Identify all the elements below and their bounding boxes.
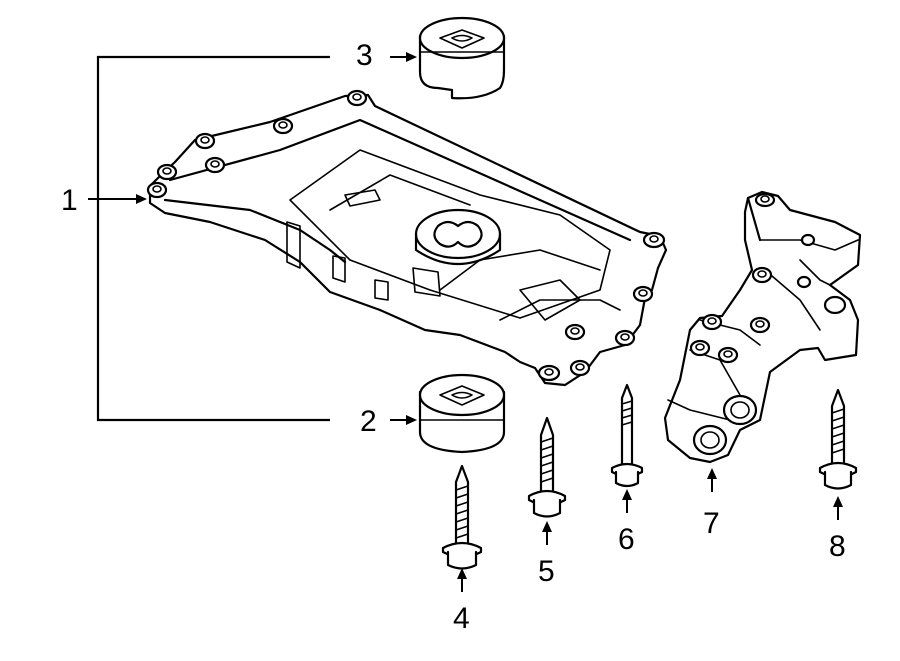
callout-6: 6 bbox=[618, 523, 635, 556]
callout-4: 4 bbox=[453, 602, 470, 635]
upper-bushing-part[interactable] bbox=[418, 16, 506, 100]
callout-1: 1 bbox=[61, 184, 78, 217]
callout-3: 3 bbox=[356, 39, 373, 72]
callout-8: 8 bbox=[829, 530, 846, 563]
bolt-4-part[interactable] bbox=[441, 464, 483, 570]
callout-7-leader bbox=[707, 468, 717, 492]
subframe-part[interactable] bbox=[146, 89, 668, 387]
callout-8-leader bbox=[833, 496, 843, 520]
callout-2: 2 bbox=[360, 405, 377, 438]
callout-5-leader bbox=[542, 521, 552, 545]
callout-6-leader bbox=[622, 489, 632, 513]
callout-3-leader bbox=[390, 52, 417, 62]
mount-bracket-part[interactable] bbox=[663, 190, 862, 464]
bolt-5-part[interactable] bbox=[527, 416, 567, 518]
bolt-8-part[interactable] bbox=[818, 388, 858, 490]
callout-4-leader bbox=[457, 568, 467, 592]
callout-7: 7 bbox=[703, 507, 720, 540]
callout-5: 5 bbox=[538, 555, 555, 588]
callout-1-bracket bbox=[96, 55, 330, 422]
bolt-6-part[interactable] bbox=[610, 383, 644, 488]
subframe-holes bbox=[146, 89, 666, 382]
callout-1-leader bbox=[88, 194, 147, 204]
lower-bushing-part[interactable] bbox=[418, 373, 506, 454]
callout-2-leader bbox=[390, 415, 417, 425]
